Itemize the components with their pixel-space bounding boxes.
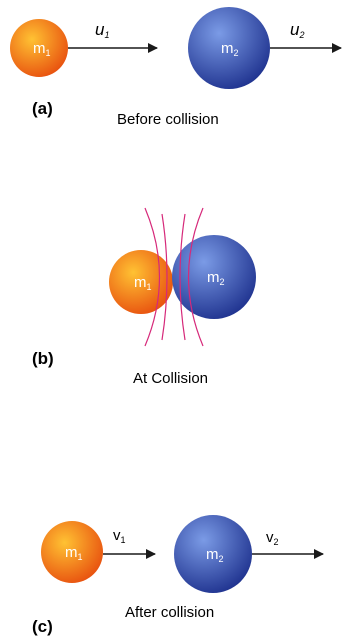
panel-before-collision: m1 u1 m2 u2 (a) Before collision <box>10 7 342 128</box>
velocity-u2-label: u2 <box>290 20 304 40</box>
panel-c-caption: After collision <box>125 604 214 621</box>
panel-b-caption: At Collision <box>133 370 208 387</box>
ball-m2-label: m2 <box>207 269 225 287</box>
ball-m1 <box>109 250 173 314</box>
velocity-v2-label: v2 <box>266 529 279 547</box>
ball-m1 <box>10 19 68 77</box>
panel-at-collision: m1 m2 (b) At Collision <box>32 207 256 387</box>
ball-m2 <box>172 235 256 319</box>
velocity-v1-label: v1 <box>113 527 126 545</box>
velocity-u1-label: u1 <box>95 20 109 40</box>
ball-m1-label: m1 <box>65 544 83 562</box>
ball-m2-label: m2 <box>221 40 239 58</box>
panel-a-caption: Before collision <box>117 111 219 128</box>
ball-m2 <box>174 515 252 593</box>
panel-c-label: (c) <box>32 617 53 636</box>
ball-m2 <box>188 7 270 89</box>
panel-a-label: (a) <box>32 99 53 118</box>
ball-m2-label: m2 <box>206 546 224 564</box>
ball-m1-label: m1 <box>134 274 152 292</box>
ball-m1 <box>41 521 103 583</box>
panel-after-collision: m1 v1 m2 v2 After collision (c) <box>32 515 324 636</box>
panel-b-label: (b) <box>32 349 54 368</box>
impact-lines <box>144 207 204 347</box>
ball-m1-label: m1 <box>33 40 51 58</box>
